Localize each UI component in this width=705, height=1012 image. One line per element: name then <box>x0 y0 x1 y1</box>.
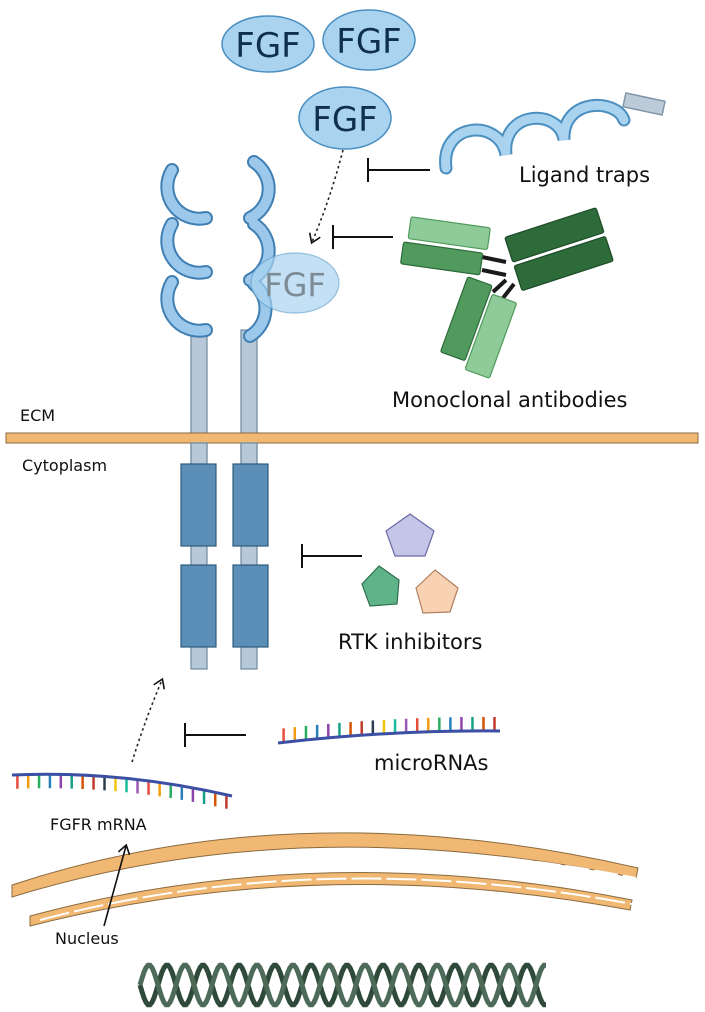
microrna-inhibition <box>184 723 246 747</box>
monoclonal-antibody <box>400 207 614 379</box>
cytoplasm-label: Cytoplasm <box>22 456 107 475</box>
monoclonal-antibodies-label: Monoclonal antibodies <box>392 388 628 412</box>
rtk-inhibitor-green <box>361 565 400 607</box>
rtk-inhibitor-purple <box>385 513 435 557</box>
translation-arrow <box>131 680 162 763</box>
rtk-inhibitor-peach <box>415 569 459 614</box>
cell-membrane <box>5 432 699 444</box>
fgf-label-3: FGF <box>312 100 377 140</box>
micrornas-label: microRNAs <box>374 751 488 775</box>
fgf-label-2: FGF <box>336 22 401 62</box>
receptor-2-kinase-1 <box>232 463 269 547</box>
ligand-binding-arrow <box>312 149 344 242</box>
dna-strand <box>137 962 546 1008</box>
receptor-1-kinase-1 <box>180 463 217 547</box>
fgf-ligand-free-2: FGF <box>322 9 416 71</box>
ligand-trap-molecule <box>439 92 666 175</box>
dna-strand <box>137 962 546 1008</box>
antibody-inhibition <box>332 225 393 249</box>
fgf-label-1: FGF <box>235 26 300 66</box>
receptor-1-kinase-2 <box>180 564 217 648</box>
fgf-ligand-bound: FGF <box>250 252 340 314</box>
rtk-inhibitors-label: RTK inhibitors <box>338 630 482 654</box>
rtk-inhibition <box>301 544 362 568</box>
ligand-trap-inhibition <box>367 158 430 182</box>
fgfr-mrna-label: FGFR mRNA <box>50 815 147 834</box>
fgf-bound-label: FGF <box>264 266 326 304</box>
dna-double-helix <box>137 962 546 1008</box>
ligand-traps-label: Ligand traps <box>519 163 650 187</box>
fgf-ligand-approaching: FGF <box>298 86 392 150</box>
fgfr-mrna-strand <box>11 772 233 809</box>
nucleus-label: Nucleus <box>55 929 119 948</box>
nuclear-envelope <box>11 832 639 927</box>
receptor-1-ig-domains <box>160 163 213 338</box>
microrna-strand <box>277 716 501 745</box>
fgf-ligand-free-1: FGF <box>221 15 315 73</box>
transcription-arrow <box>103 846 126 927</box>
ecm-label: ECM <box>20 406 55 425</box>
receptor-2-ig-domains <box>243 155 276 343</box>
receptor-2-kinase-2 <box>232 564 269 648</box>
